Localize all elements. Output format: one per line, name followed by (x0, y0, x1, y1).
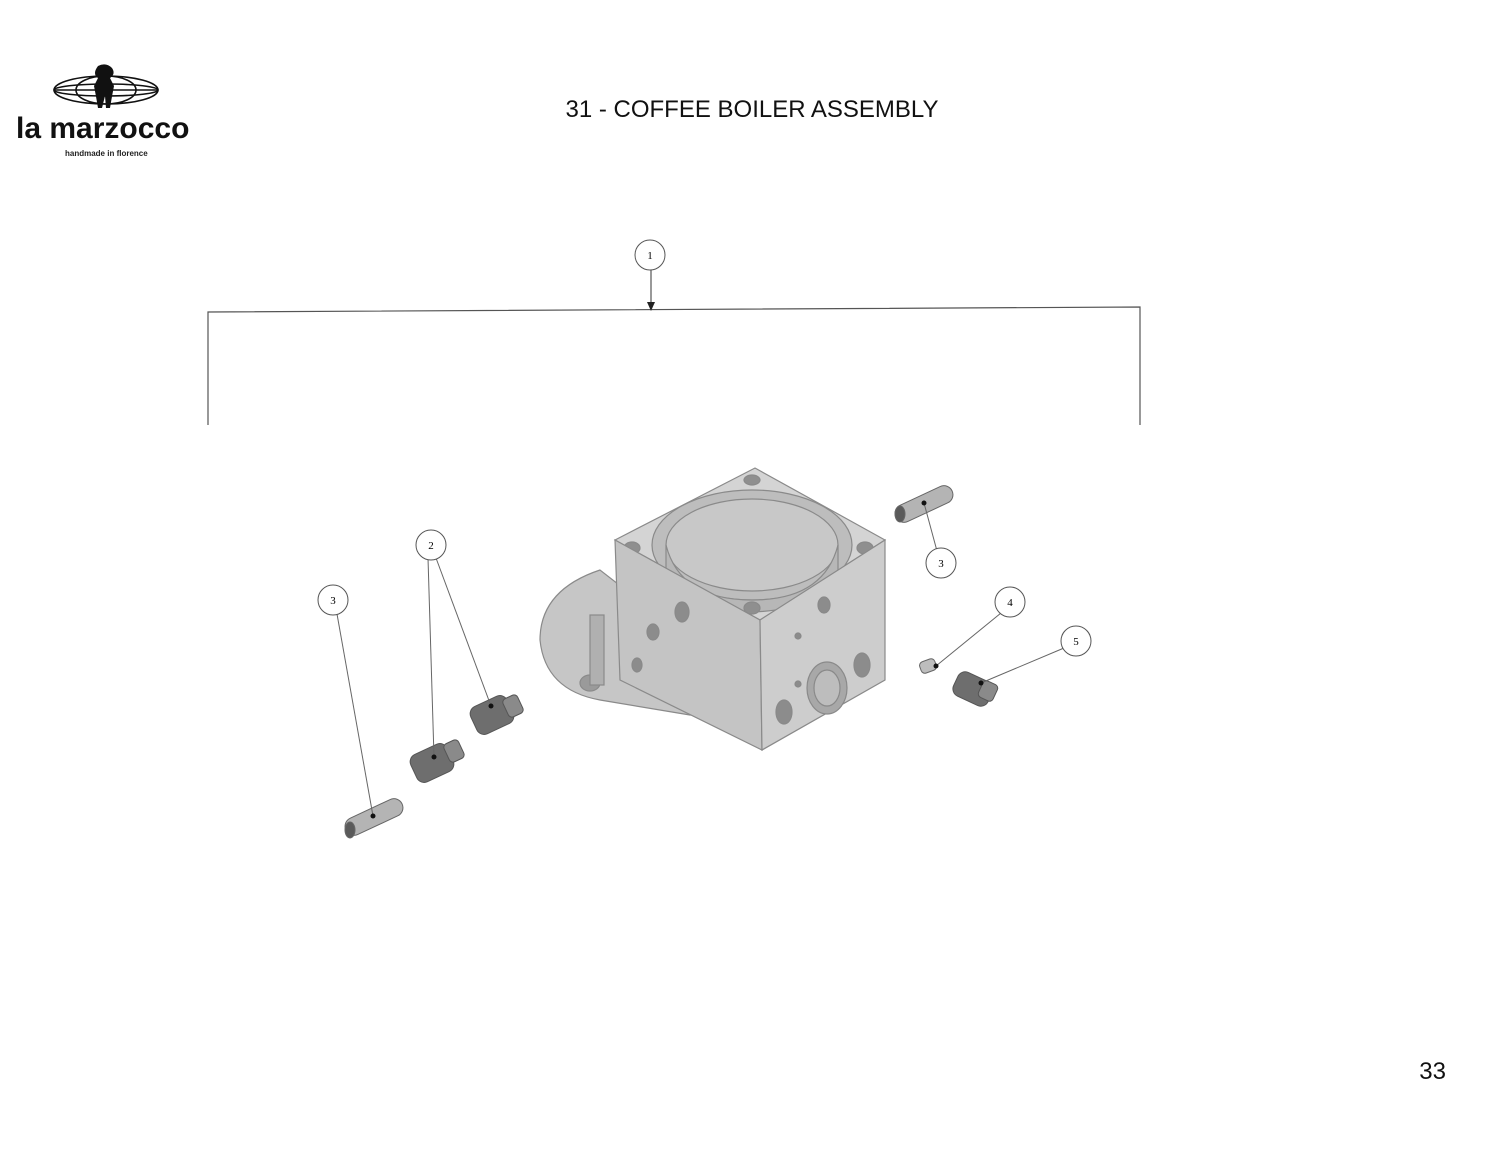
svg-text:2: 2 (428, 540, 434, 552)
page-title: 31 - COFFEE BOILER ASSEMBLY (565, 96, 939, 123)
svg-text:3: 3 (938, 558, 944, 570)
bracket-arrow-icon (647, 302, 655, 311)
callout-2: 2 (415, 529, 447, 561)
assembly-bracket (207, 268, 1141, 425)
svg-text:4: 4 (1007, 597, 1013, 609)
coffee-boiler-body (539, 467, 887, 752)
leader-lines (336, 502, 1065, 817)
svg-text:1: 1 (647, 250, 653, 262)
brand-tagline: handmade in florence (65, 149, 148, 158)
plug-part-4 (919, 658, 937, 674)
page-number: 33 (1419, 1058, 1446, 1085)
svg-text:3: 3 (330, 595, 336, 607)
callout-3-left: 3 (317, 584, 349, 616)
brand-name: la marzocco (16, 112, 190, 145)
callout-5: 5 (1060, 625, 1092, 657)
callout-3-right: 3 (925, 547, 957, 579)
la-marzocco-logo (53, 64, 159, 108)
callout-1: 1 (634, 239, 666, 271)
fitting-part-2-lower (409, 739, 465, 783)
svg-text:5: 5 (1073, 636, 1079, 648)
leader-dots (370, 500, 984, 819)
callout-4: 4 (994, 586, 1026, 618)
fitting-part-2-upper (469, 694, 524, 735)
fitting-part-5 (952, 671, 999, 707)
